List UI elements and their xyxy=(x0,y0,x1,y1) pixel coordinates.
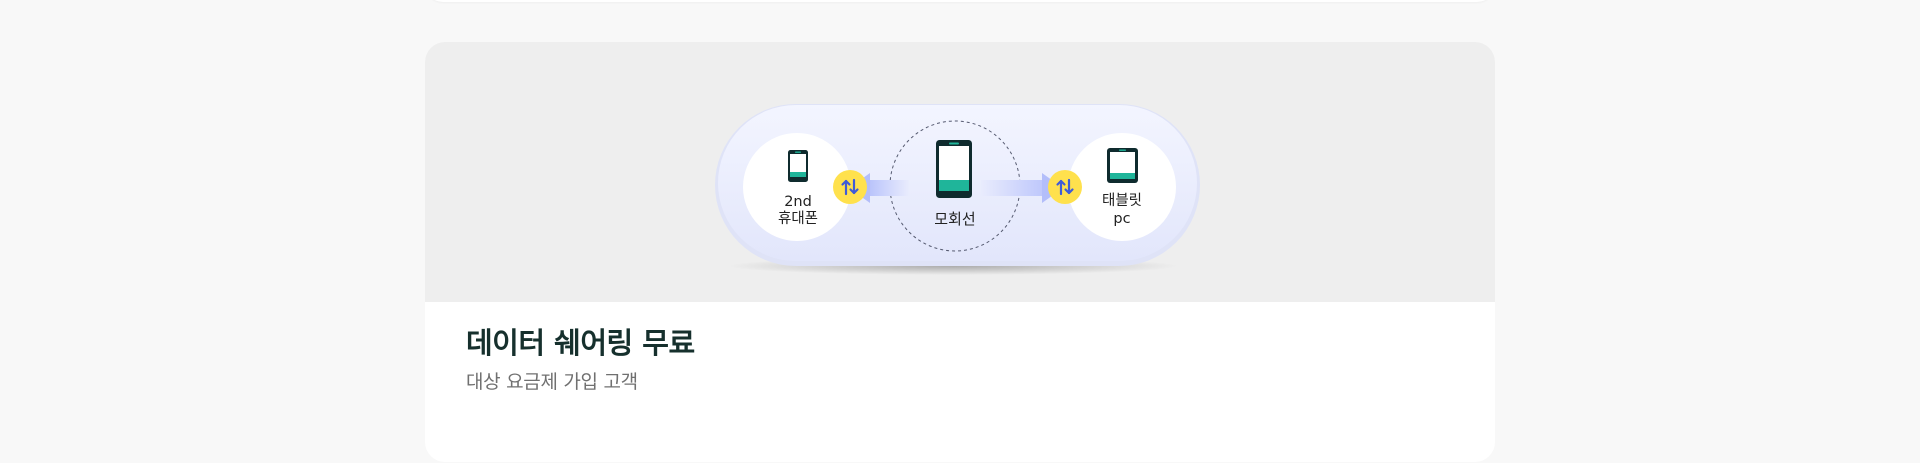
left-device-label-line2: 휴대폰 xyxy=(778,210,818,227)
left-device-circle xyxy=(743,133,851,241)
feature-card[interactable]: 2nd 휴대폰 모회선 태블릿 pc 데이터 쉐어링 무료 대상 요금제 가입 … xyxy=(425,42,1495,462)
phone-icon xyxy=(788,150,808,182)
up-down-arrows-icon xyxy=(1056,178,1074,196)
data-sharing-illustration: 2nd 휴대폰 모회선 태블릿 pc xyxy=(425,42,1495,302)
tablet-icon xyxy=(1107,148,1138,183)
phone-icon xyxy=(936,140,972,198)
data-sharing-diagram: 2nd 휴대폰 모회선 태블릿 pc xyxy=(715,104,1200,275)
card-title: 데이터 쉐어링 무료 xyxy=(466,326,695,360)
right-device-label-line2: pc xyxy=(1113,211,1130,227)
center-device-label: 모회선 xyxy=(934,210,975,228)
right-sync-badge xyxy=(1048,170,1082,204)
left-device-label-line1: 2nd xyxy=(784,194,812,210)
previous-card-edge xyxy=(425,0,1495,2)
card-subtitle: 대상 요금제 가입 고객 xyxy=(466,371,638,393)
right-device-circle xyxy=(1068,133,1176,241)
right-device-label-line1: 태블릿 xyxy=(1102,192,1142,209)
up-down-arrows-icon xyxy=(841,178,859,196)
left-sync-badge xyxy=(833,170,867,204)
